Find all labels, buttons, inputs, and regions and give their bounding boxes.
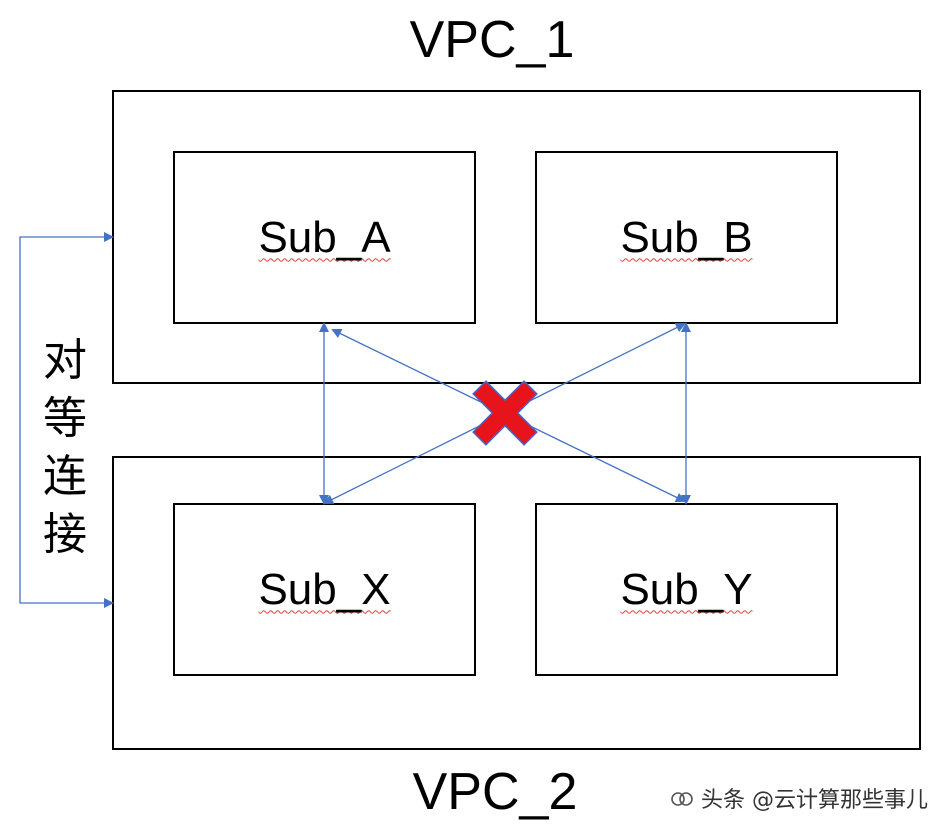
- vpc2-title: VPC_2: [412, 763, 578, 821]
- peering-label-char: 连: [43, 451, 87, 502]
- subnet-x-box: Sub_X: [173, 503, 476, 676]
- watermark: 头条 @云计算那些事儿: [669, 782, 928, 814]
- subnet-a-box: Sub_A: [173, 151, 476, 324]
- subnet-x-label: Sub_X: [258, 564, 391, 614]
- peering-connection-label: 对 等 连 接: [30, 332, 100, 564]
- peering-label-char: 等: [43, 393, 87, 444]
- subnet-b-box: Sub_B: [535, 151, 838, 324]
- subnet-a-label: Sub_A: [258, 212, 391, 262]
- peering-label-char: 对: [43, 335, 87, 386]
- watermark-text: 头条 @云计算那些事儿: [701, 788, 928, 813]
- subnet-b-label: Sub_B: [620, 212, 753, 262]
- subnet-y-label: Sub_Y: [620, 564, 753, 614]
- vpc1-title: VPC_1: [409, 11, 575, 69]
- watermark-logo-icon: [669, 789, 695, 807]
- peering-label-char: 接: [43, 509, 87, 560]
- subnet-y-box: Sub_Y: [535, 503, 838, 676]
